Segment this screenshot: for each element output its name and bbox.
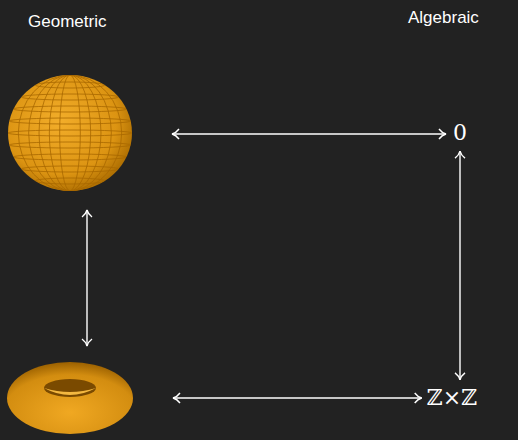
torus-hole — [44, 379, 96, 397]
column-heading: Algebraic — [408, 8, 479, 28]
double-arrow — [172, 133, 446, 134]
math-object: 0 — [450, 119, 470, 147]
double-arrow — [173, 397, 422, 398]
torus-highlight — [44, 388, 96, 395]
math-symbol: ℤ×ℤ — [424, 384, 481, 412]
double-arrow — [86, 210, 87, 346]
math-object: ℤ×ℤ — [424, 384, 481, 412]
sphere — [8, 75, 132, 191]
torus-node — [7, 362, 133, 434]
double-arrow — [459, 151, 460, 380]
sphere-node — [8, 75, 132, 193]
math-symbol: 0 — [450, 119, 470, 147]
sphere-grid — [8, 75, 132, 191]
torus — [7, 362, 133, 434]
column-heading: Geometric — [28, 12, 106, 32]
